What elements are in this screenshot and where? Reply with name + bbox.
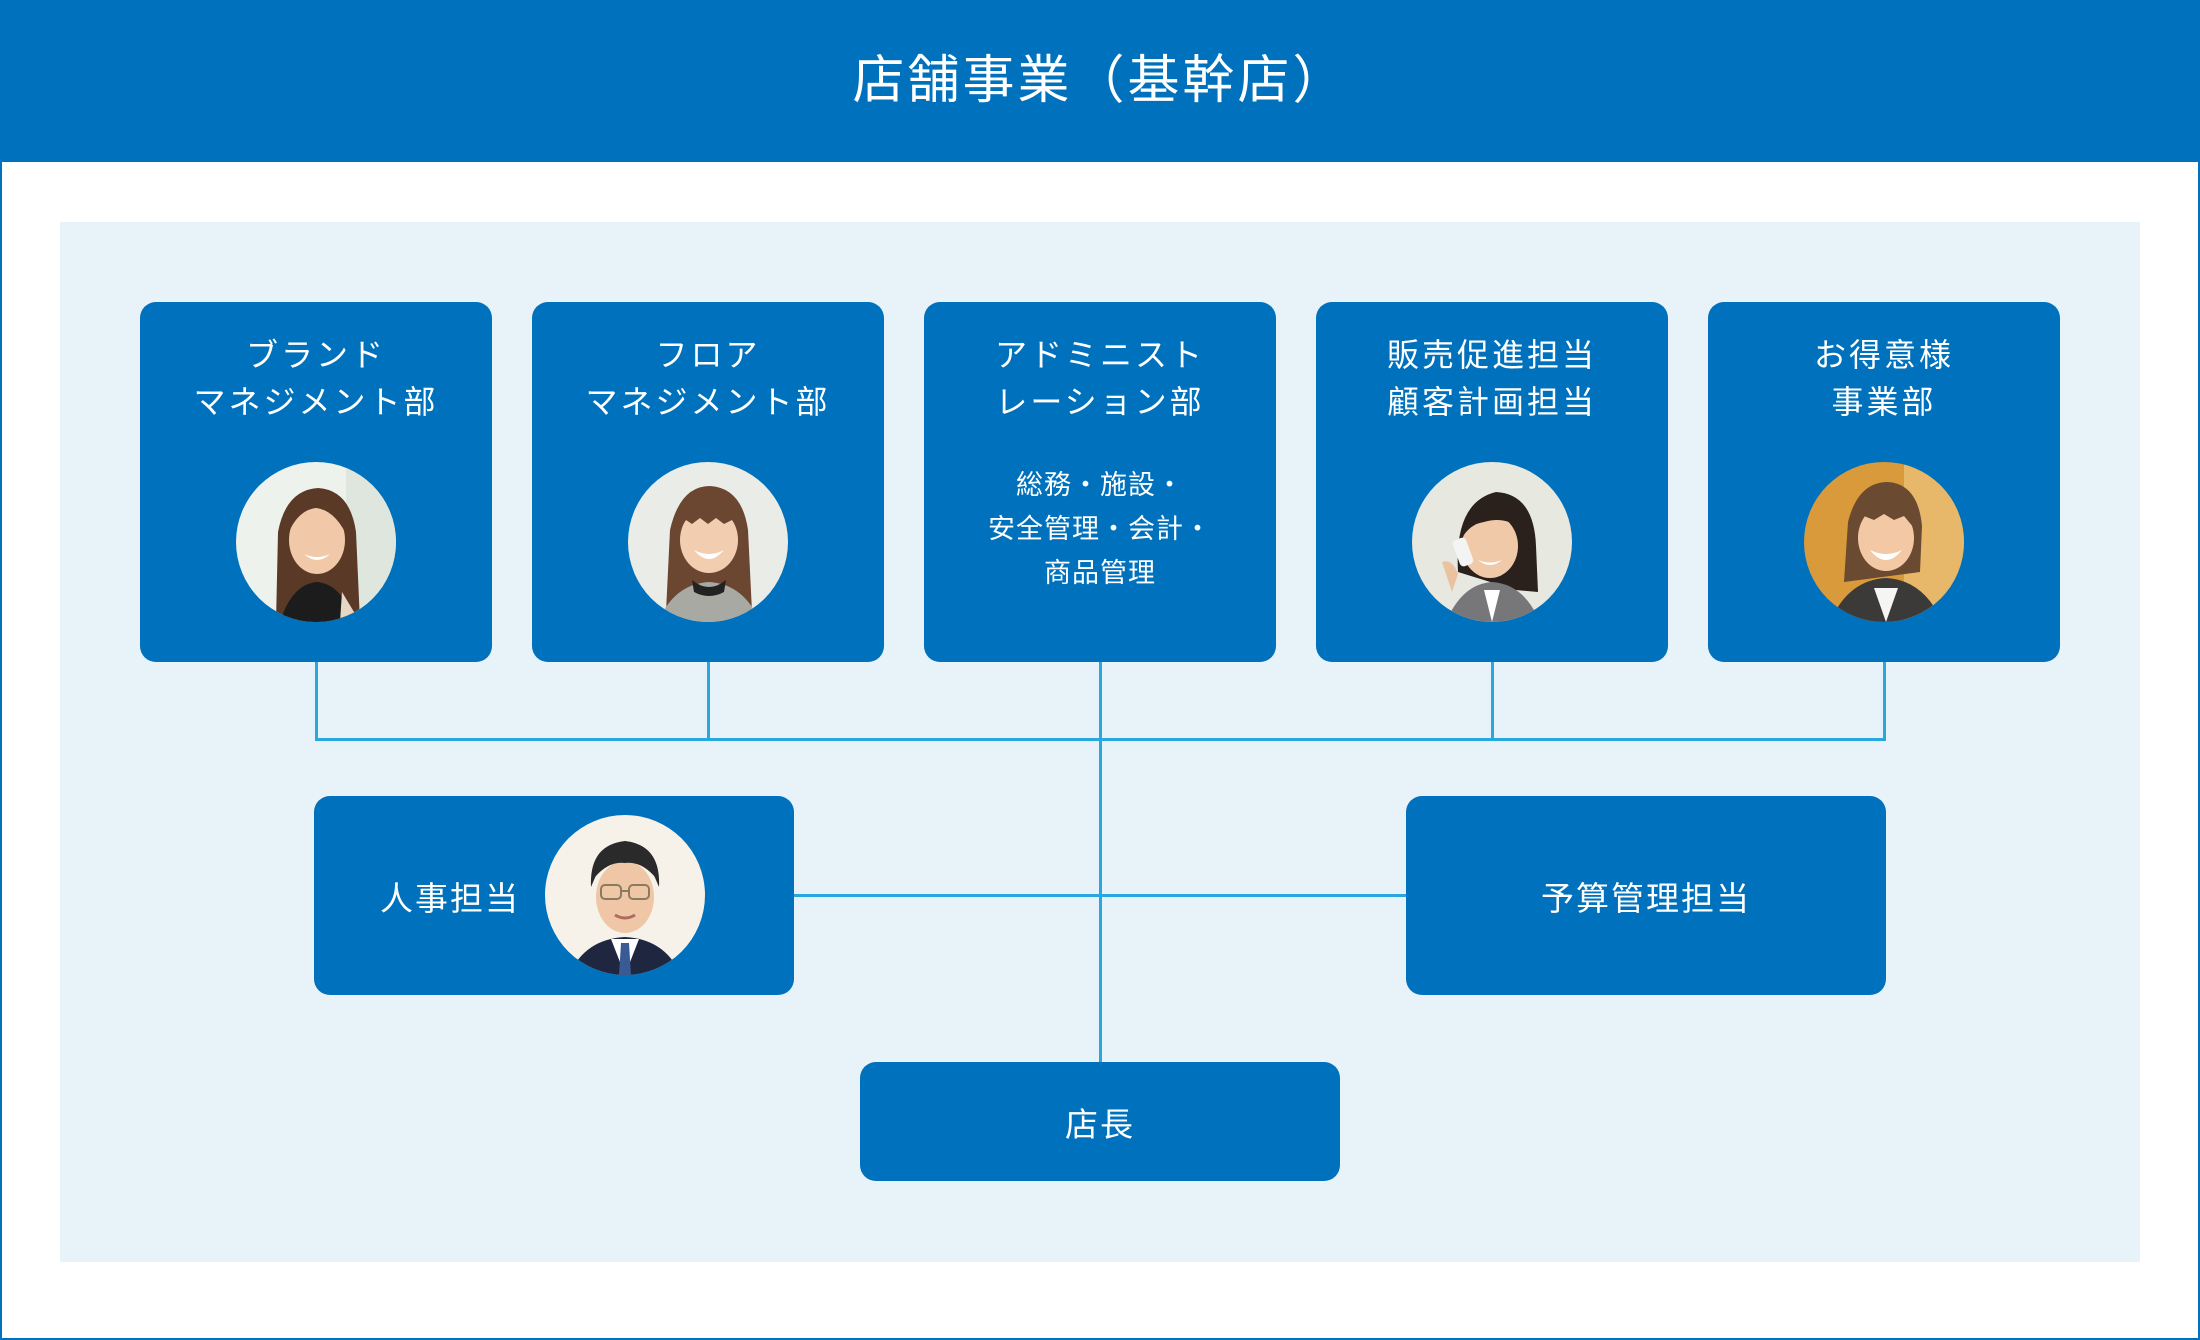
page-title: 店舗事業（基幹店） (852, 51, 1348, 111)
staff-photo (236, 462, 396, 622)
dept-title: お得意様 事業部 (1813, 336, 1954, 421)
dept-floor-management[interactable]: フロア マネジメント部 (532, 302, 884, 662)
connector-dept-2 (707, 662, 710, 741)
dept-title: ブランド マネジメント部 (193, 336, 439, 421)
person-photo-icon (628, 462, 788, 622)
staff-photo (628, 462, 788, 622)
dept-sales-promotion[interactable]: 販売促進担当 顧客計画担当 (1316, 302, 1668, 662)
staff-photo (1804, 462, 1964, 622)
person-photo-icon (1804, 462, 1964, 622)
staff-role-label: 人事担当 (380, 878, 520, 918)
store-manager[interactable]: 店長 (860, 1062, 1340, 1181)
connector-dept-4 (1491, 662, 1494, 741)
person-photo-icon (545, 815, 705, 975)
section-header: 店舗事業（基幹店） (0, 0, 2200, 162)
staff-photo (1412, 462, 1572, 622)
dept-title: フロア マネジメント部 (585, 336, 831, 421)
connector-dept-5 (1883, 662, 1886, 741)
connector-dept-1 (315, 662, 318, 741)
dept-administration[interactable]: アドミニスト レーション部 総務・施設・ 安全管理・会計・ 商品管理 (924, 302, 1276, 662)
dept-subtitle: 総務・施設・ 安全管理・会計・ 商品管理 (988, 470, 1212, 589)
staff-role-label: 予算管理担当 (1541, 878, 1751, 918)
staff-role-hr[interactable]: 人事担当 (314, 796, 794, 995)
dept-title: 販売促進担当 顧客計画担当 (1386, 336, 1597, 421)
person-photo-icon (236, 462, 396, 622)
person-photo-icon (1412, 462, 1572, 622)
dept-key-accounts[interactable]: お得意様 事業部 (1708, 302, 2060, 662)
connector-staff-bar (794, 894, 1406, 897)
dept-title: アドミニスト レーション部 (994, 336, 1205, 421)
staff-role-budget[interactable]: 予算管理担当 (1406, 796, 1886, 995)
connector-trunk (1099, 662, 1102, 1062)
dept-brand-management[interactable]: ブランド マネジメント部 (140, 302, 492, 662)
staff-photo (545, 815, 705, 975)
store-manager-label: 店長 (1065, 1104, 1135, 1144)
